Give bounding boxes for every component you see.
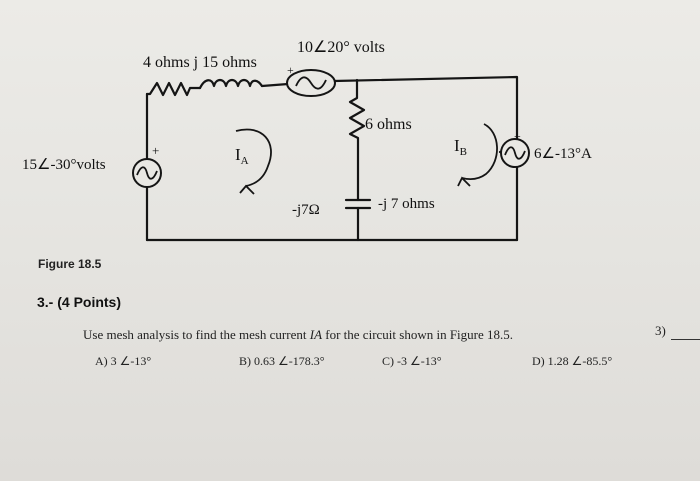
resistor-4-ohm [145, 81, 202, 97]
answer-number: 3) [655, 323, 666, 338]
option-c[interactable]: C) -3 ∠-13° [382, 354, 442, 368]
answer-blank-line[interactable] [671, 339, 700, 340]
circuit-diagram: + + + 4 ohms j 15 ohms 10∠20° volts 6 oh… [22, 39, 592, 242]
option-a[interactable]: A) 3 ∠-13° [95, 354, 152, 368]
source-label-2: 10∠20° volts [297, 39, 385, 56]
question-text-before: Use mesh analysis to find the mesh curre… [83, 327, 310, 342]
top-wire-a [260, 82, 290, 88]
mesh-arrow-b-icon [457, 123, 498, 187]
voltage-source-10v: + [286, 63, 336, 97]
question-variable: IA [309, 327, 323, 342]
impedance-label-1: 4 ohms j 15 ohms [143, 54, 257, 71]
svg-text:+: + [287, 63, 294, 77]
cap-label-left: -j7Ω [292, 202, 320, 218]
question-text: Use mesh analysis to find the mesh curre… [83, 327, 513, 343]
mesh-label-a: IA [235, 145, 249, 167]
source-label-3: 6∠-13°A [534, 146, 592, 162]
inductor-j15-ohm [198, 78, 264, 90]
mesh-arrow-a-icon [235, 128, 272, 195]
capacitor-j7 [344, 198, 372, 210]
question-text-after: for the circuit shown in Figure 18.5. [322, 327, 514, 342]
question-title: 3.- (4 Points) [37, 294, 122, 310]
figure-label: Figure 18.5 [38, 257, 102, 271]
svg-text:+: + [514, 129, 521, 143]
top-right-wire [332, 75, 519, 242]
resistor-label-6: 6 ohms [365, 116, 412, 133]
resistor-6-ohm [348, 78, 366, 202]
cap-label-right: -j 7 ohms [378, 196, 435, 212]
voltage-source-15v: + [132, 143, 162, 188]
current-source-6a: + [500, 129, 530, 168]
option-b[interactable]: B) 0.63 ∠-178.3° [239, 354, 325, 368]
source-label-1: 15∠-30°volts [22, 157, 106, 173]
svg-text:+: + [152, 143, 159, 158]
option-d[interactable]: D) 1.28 ∠-85.5° [532, 354, 613, 368]
mesh-label-b: IB [454, 136, 467, 158]
